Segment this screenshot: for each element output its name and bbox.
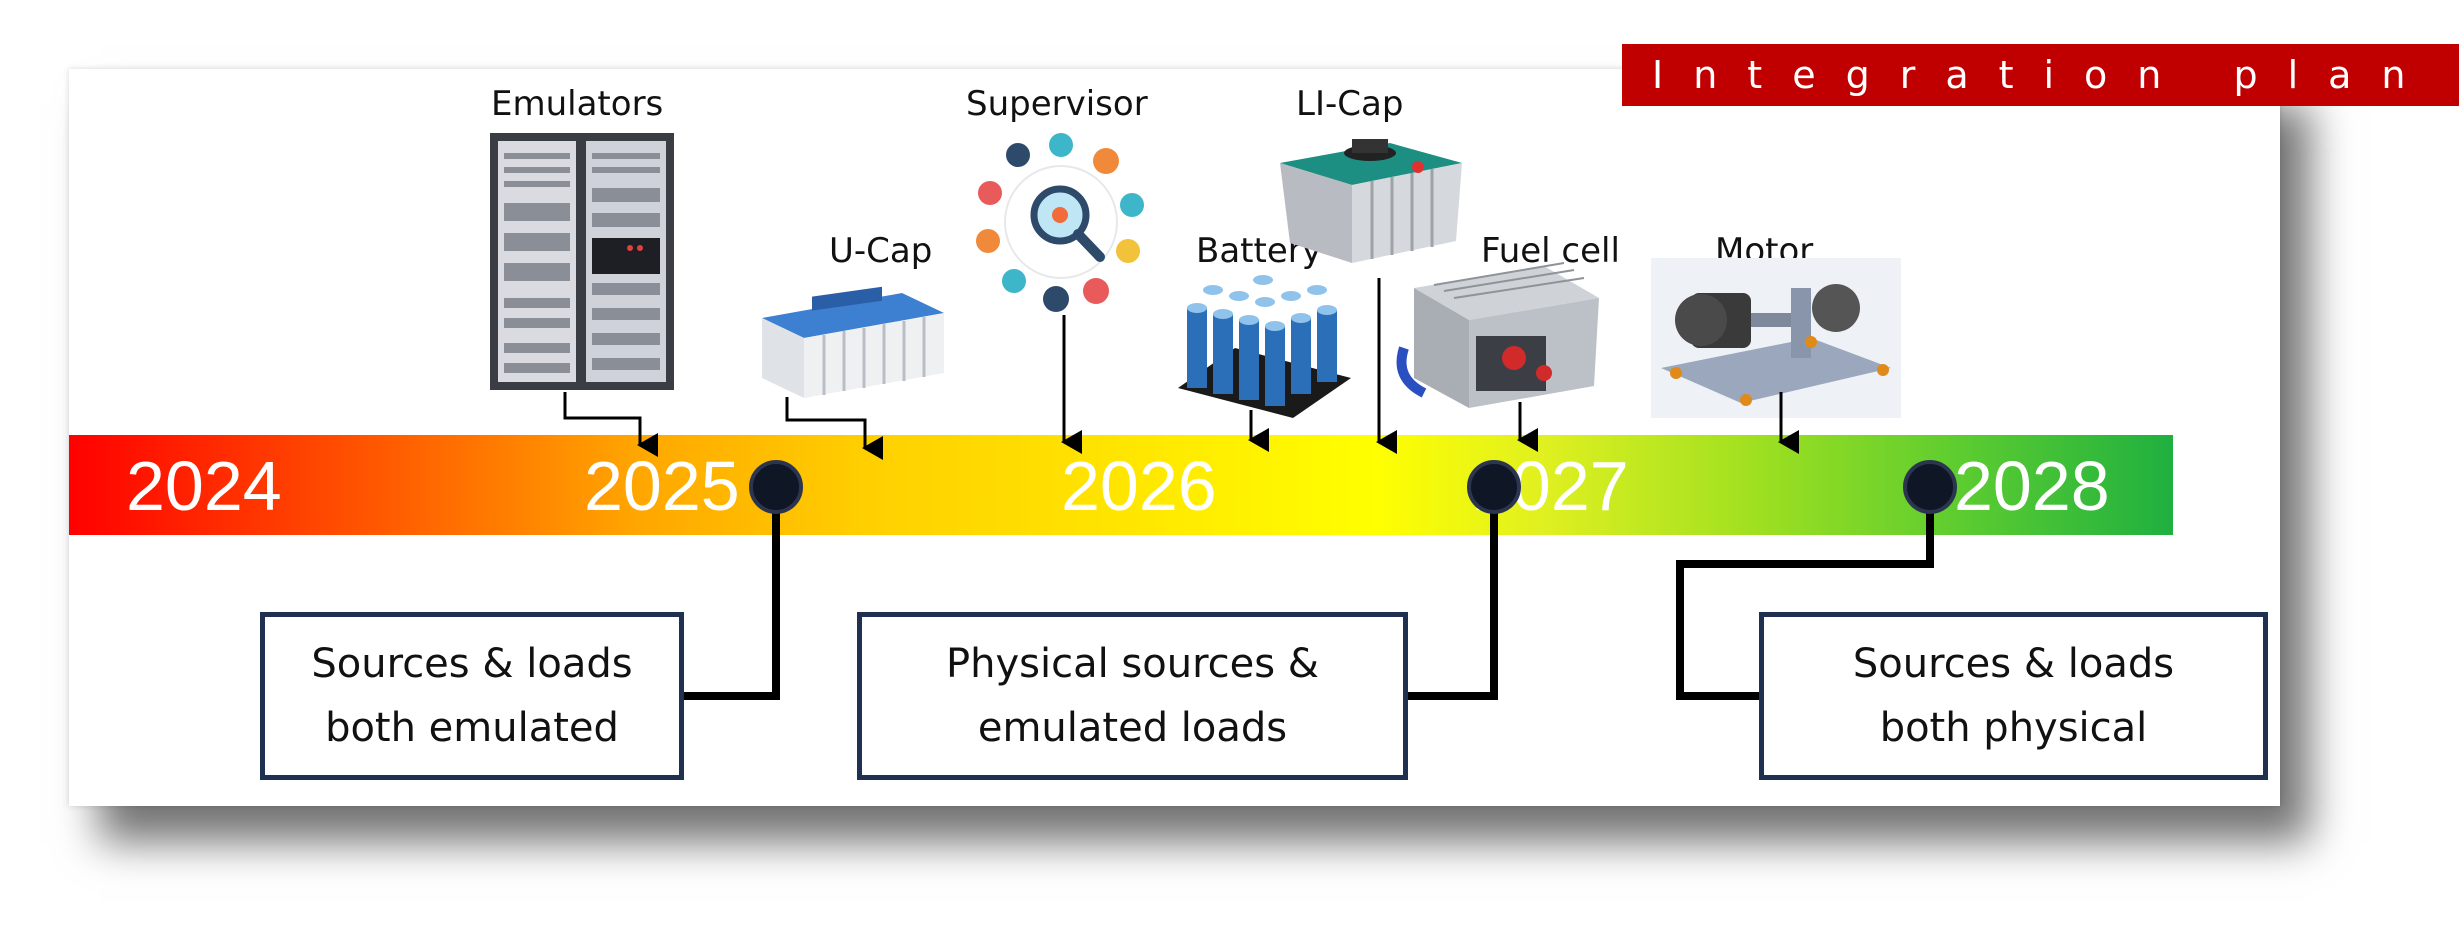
year-label-2028: 2028 (1954, 447, 2110, 525)
connector-stage-2 (1408, 487, 1498, 700)
year-label-2024: 2024 (126, 447, 282, 525)
stage-box-emulated: Sources & loads both emulated (260, 612, 684, 780)
stage-box-hybrid: Physical sources & emulated loads (857, 612, 1408, 780)
year-label-2025: 2025 (584, 447, 740, 525)
connector-stage-1 (684, 487, 780, 700)
component-label-emulators: Emulators (491, 84, 664, 124)
year-label-2026: 2026 (1061, 447, 1217, 525)
lithium-capacitor-icon (1280, 139, 1462, 263)
arrow-emulators (563, 392, 658, 457)
supervisor-analytics-icon (976, 133, 1144, 312)
milestone-2027 (1467, 460, 1521, 514)
stage-box-physical: Sources & loads both physical (1759, 612, 2268, 780)
integration-plan-banner: Integration plan (1622, 44, 2459, 106)
component-label-u-cap: U-Cap (829, 231, 933, 271)
ultracapacitor-icon (762, 286, 944, 398)
arrow-u-cap (785, 397, 883, 460)
timeline-gradient-bar (69, 435, 2173, 535)
battery-pack-icon (1178, 275, 1351, 418)
motor-test-bench-icon (1651, 258, 1901, 418)
component-label-li-cap: LI-Cap (1296, 84, 1404, 124)
milestone-2028 (1903, 460, 1957, 514)
fuel-cell-icon (1396, 262, 1599, 408)
connector-stage-3 (1676, 487, 1934, 700)
server-rack-icon (490, 133, 674, 390)
component-label-supervisor: Supervisor (966, 84, 1148, 124)
milestone-2025 (749, 460, 803, 514)
